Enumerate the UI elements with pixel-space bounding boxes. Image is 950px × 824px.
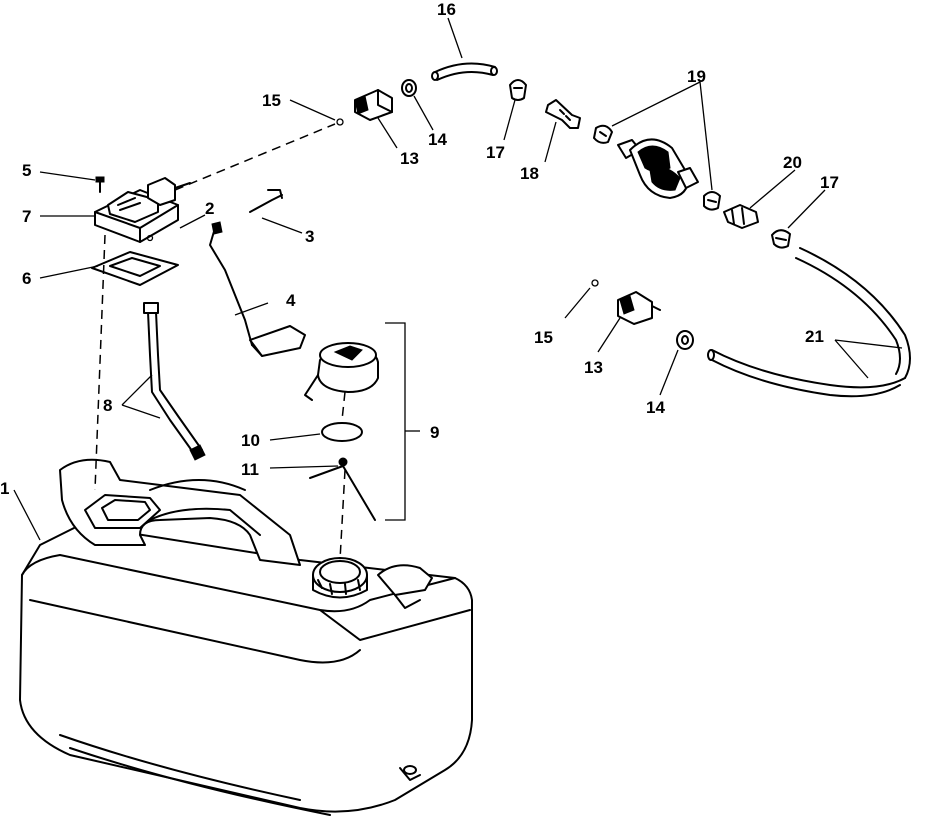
fuel-pickup-tube [143,302,206,461]
callout-14-bottom: 14 [646,398,665,417]
callout-19: 19 [687,67,706,86]
callout-15-bottom: 15 [534,328,553,347]
callout-13-bottom: 13 [584,358,603,377]
o-ring-left [336,118,344,126]
hose-clamp-d [676,330,694,350]
assembly-lines [94,123,346,561]
callout-5: 5 [22,161,31,180]
callout-20: 20 [783,153,802,172]
sender-washer [146,234,154,242]
primer-clamp-b [703,191,721,211]
hose-fitting [545,99,581,129]
filler-cap [304,342,379,401]
hose-clamp-b [509,79,527,101]
sender-screw [95,176,105,193]
float-arm-clip [249,189,283,213]
callout-17-left: 17 [486,143,505,162]
callout-21: 21 [805,327,824,346]
fuel-tank [19,458,473,816]
callout-7: 7 [22,207,31,226]
callout-3: 3 [305,227,314,246]
callout-8: 8 [103,396,112,415]
callout-10: 10 [241,431,260,450]
float-arm [209,221,306,357]
callout-4: 4 [286,291,296,310]
callout-18: 18 [520,164,539,183]
callout-14-top: 14 [428,130,447,149]
hose-clamp-c [771,229,791,249]
callout-15-top: 15 [262,91,281,110]
fuel-hose [707,247,911,398]
short-hose [431,62,498,81]
cap-retainer-cord [309,457,376,521]
o-ring-right [591,279,599,287]
callout-9: 9 [430,423,439,442]
hose-clamp-a [401,79,417,97]
sender-gasket [91,251,179,286]
callout-1: 1 [0,479,9,498]
callout-labels: 1 2 3 4 5 6 7 8 9 10 11 13 13 14 14 15 1… [0,0,839,498]
fuel-connector-right [617,291,661,325]
cap-assembly-bracket [385,322,406,521]
callout-2: 2 [205,199,214,218]
primer-bulb [617,138,699,199]
hose-barb-fitting [723,204,759,229]
fuel-gauge-sender [94,177,191,243]
cap-gasket [321,422,363,442]
primer-clamp-a [593,124,613,144]
callout-16: 16 [437,0,456,19]
callout-13-top: 13 [400,149,419,168]
leader-lines [13,17,903,541]
fuel-connector-left [354,89,393,121]
callout-17-right: 17 [820,173,839,192]
callout-6: 6 [22,269,31,288]
callout-11: 11 [241,460,259,479]
